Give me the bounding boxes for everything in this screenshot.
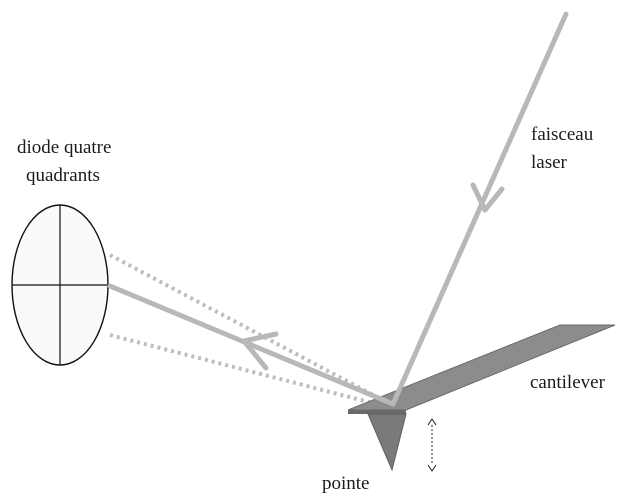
incident-beam-line [390,11,569,407]
pointe-label: pointe [322,473,370,494]
reflected-beam-line [107,283,396,407]
reflected-laser-beam [107,283,396,407]
laser-label-line2: laser [531,152,568,173]
vertical-motion-arrow [427,418,437,472]
beam-spread-upper [109,253,393,407]
laser-label-line1: faisceau [531,124,594,145]
cantilever [347,324,616,472]
four-quadrant-diode [11,204,109,366]
tip [367,413,407,472]
cantilever-top-face [347,324,616,411]
diode-label-line2: quadrants [26,165,100,186]
motion-arrow-top-head [427,418,437,426]
cantilever-label: cantilever [530,372,606,393]
motion-arrow-bottom-head [427,464,437,472]
diode-label-line1: diode quatre [17,137,111,158]
incident-beam-arrowhead [470,182,505,213]
incident-laser-beam [390,11,569,407]
cantilever-front-edge [348,410,406,414]
reflected-beam-arrowhead [241,331,279,371]
beam-spread-lines [109,253,393,410]
